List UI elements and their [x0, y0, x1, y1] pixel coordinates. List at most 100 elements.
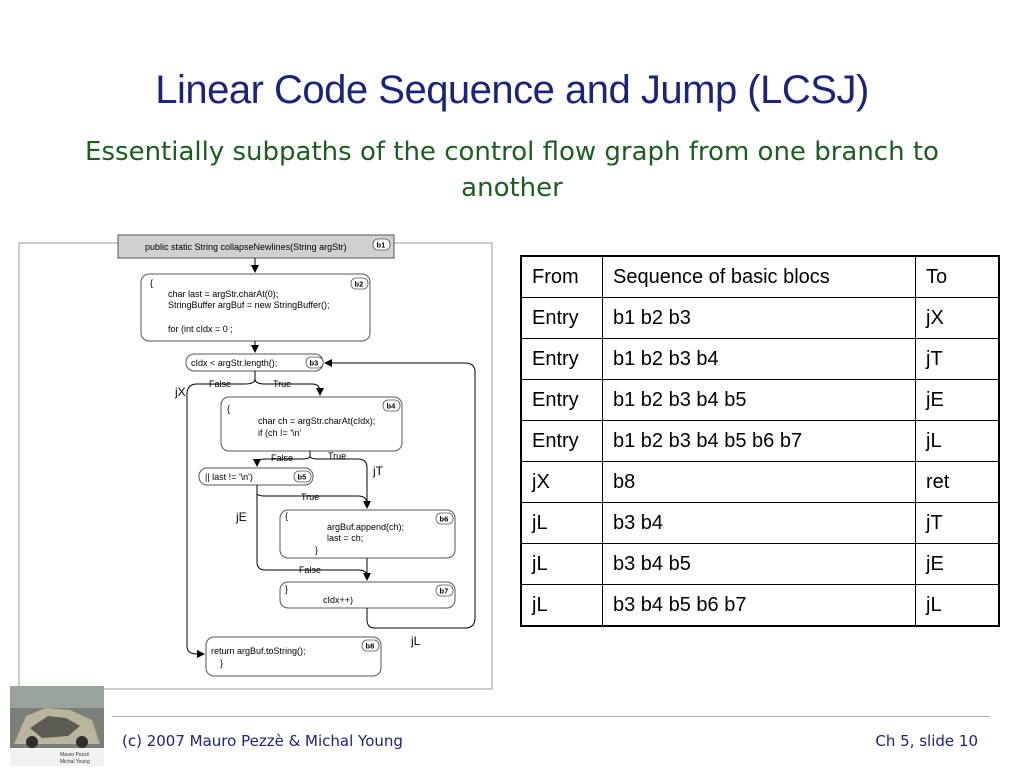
cfg-node-b1 [117, 234, 395, 259]
lcsj-table: From Sequence of basic blocs To Entry b1… [520, 255, 1000, 627]
table-cell: jL [915, 420, 1000, 462]
table-row: Entry b1 b2 b3 b4 b5 jE [520, 379, 1000, 421]
table-row: Entry b1 b2 b3 b4 b5 b6 b7 jL [520, 420, 1000, 462]
label-jX: jX [174, 385, 186, 399]
badge-b3 [305, 356, 324, 369]
b7-line-1: cIdx++) [323, 595, 353, 605]
badge-b4-label: b4 [387, 402, 397, 411]
table-cell: b1 b2 b3 b4 b5 [602, 379, 916, 421]
b6-line-1: argBuf.append(ch); [327, 522, 404, 532]
cfg-node-b5 [198, 467, 314, 486]
slide-title: Linear Code Sequence and Jump (LCSJ) [155, 68, 869, 112]
edge-b3-true [254, 378, 324, 396]
table-cell: jL [520, 502, 603, 544]
table-row: jL b3 b4 jT [520, 502, 1000, 544]
table-cell: jX [915, 297, 1000, 339]
table-cell: b3 b4 b5 b6 b7 [602, 584, 916, 627]
b4-line-1: char ch = argStr.charAt(cIdx); [258, 416, 375, 426]
table-cell: jL [915, 584, 1000, 627]
label-b5-false: False [299, 565, 321, 575]
cfg-node-b4 [220, 396, 403, 452]
badge-b2-label: b2 [355, 280, 364, 289]
cfg-node-b7 [279, 581, 456, 609]
cfg-header-text: public static String collapseNewlines(St… [145, 242, 347, 252]
table-row: jX b8 ret [520, 461, 1000, 503]
label-jE: jE [235, 510, 247, 524]
badge-b5 [293, 470, 312, 483]
label-b4-false: False [271, 453, 293, 463]
table-cell: b3 b4 [602, 502, 916, 544]
badge-b1 [372, 238, 391, 251]
table-cell: Entry [520, 338, 603, 380]
table-row: Entry b1 b2 b3 b4 jT [520, 338, 1000, 380]
badge-b7-label: b7 [440, 587, 449, 596]
badge-b8 [361, 639, 380, 652]
badge-b7 [435, 584, 454, 597]
table-cell: jX [520, 461, 603, 503]
table-cell: jE [915, 379, 1000, 421]
edge-b7-back [324, 359, 476, 629]
table-cell: b8 [602, 461, 916, 503]
b8-line-1: } [220, 658, 223, 668]
table-cell: jT [915, 338, 1000, 380]
table-cell: jE [915, 543, 1000, 585]
label-jL: jL [410, 634, 421, 648]
b2-line-0: { [150, 278, 153, 288]
badge-b4 [382, 399, 401, 412]
b2-line-4: for (int cIdx = 0 ; [168, 324, 233, 334]
table-header-from: From [520, 255, 603, 298]
table-cell: Entry [520, 297, 603, 339]
b6-line-3: } [315, 545, 318, 555]
b4-line-2: if (ch != '\n' [258, 428, 301, 438]
cfg-node-b8 [205, 636, 382, 677]
table-header-to: To [915, 255, 1000, 298]
badge-b6-label: b6 [440, 515, 449, 524]
table-cell: jL [520, 584, 603, 627]
label-b5-true: True [301, 492, 319, 502]
footer-divider [112, 716, 990, 717]
b4-line-0: { [227, 404, 230, 414]
slide-subtitle: Essentially subpaths of the control flow… [85, 137, 939, 203]
edge-b4-false [253, 451, 311, 467]
label-b3-true: True [273, 379, 291, 389]
badge-b8-label: b8 [366, 642, 375, 651]
badge-b3-label: b3 [310, 359, 319, 368]
table-row: jL b3 b4 b5 b6 b7 jL [520, 584, 1000, 627]
table-cell: Entry [520, 379, 603, 421]
footer-copyright: (c) 2007 Mauro Pezzè & Michal Young [122, 732, 403, 750]
badge-b5-label: b5 [298, 473, 307, 482]
table-cell: b1 b2 b3 b4 b5 b6 b7 [602, 420, 916, 462]
b6-line-2: last = ch; [327, 533, 363, 543]
label-b4-true: True [328, 451, 346, 461]
badge-b1-label: b1 [377, 241, 386, 250]
edge-b3-false [186, 371, 256, 658]
table-row: jL b3 b4 b5 jE [520, 543, 1000, 585]
b2-line-2: StringBuffer argBuf = new StringBuffer()… [168, 300, 330, 310]
cfg-node-b6 [279, 509, 456, 559]
b7-line-0: } [285, 584, 288, 594]
b6-line-0: { [285, 511, 288, 521]
b2-line-1: char last = argStr.charAt(0); [168, 289, 278, 299]
footer-slide-number: Ch 5, slide 10 [875, 732, 978, 750]
book-cover-author-1: Mauro Pezzè [60, 752, 90, 758]
b3-text: cIdx < argStr.length(); [191, 358, 277, 368]
b5-text: || last != '\n') [205, 472, 253, 482]
badge-b2 [350, 277, 369, 290]
table-cell: b3 b4 b5 [602, 543, 916, 585]
table-cell: ret [915, 461, 1000, 503]
table-cell: b1 b2 b3 [602, 297, 916, 339]
label-b3-false: False [209, 379, 231, 389]
book-cover-image: Mauro Pezzè Michal Young [10, 686, 104, 766]
table-header-row: From Sequence of basic blocs To [520, 255, 1000, 298]
table-cell: Entry [520, 420, 603, 462]
table-header-sequence: Sequence of basic blocs [602, 255, 916, 298]
table-cell: jT [915, 502, 1000, 544]
label-jT: jT [372, 464, 384, 478]
table-row: Entry b1 b2 b3 jX [520, 297, 1000, 339]
table-cell: b1 b2 b3 b4 [602, 338, 916, 380]
badge-b6 [435, 512, 454, 525]
edge-b4-true [309, 455, 371, 509]
table-cell: jL [520, 543, 603, 585]
b8-line-0: return argBuf.toString(); [211, 646, 306, 656]
